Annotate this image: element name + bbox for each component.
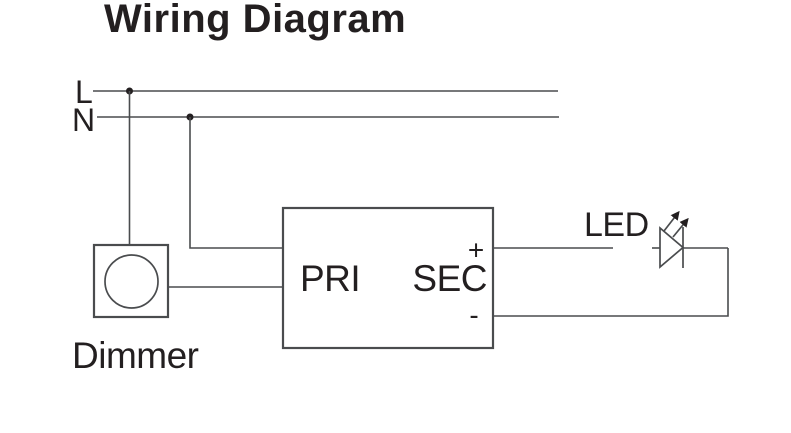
negative-terminal-label: - [469,300,478,331]
dimmer-knob [104,254,159,309]
led-diode-triangle-icon [659,226,685,269]
dimmer-box [92,243,170,319]
dimmer-label: Dimmer [72,335,199,376]
page-title: Wiring Diagram [104,0,406,41]
primary-label: PRI [300,258,360,299]
led-emission-arrow-icon [663,210,680,232]
line-conductor-label: L [75,74,93,110]
neutral-to-driver-wire [189,117,283,249]
negative-return-wire [493,248,729,317]
positive-terminal-label: + [468,235,484,266]
led-emission-arrow-icon [672,217,689,238]
neutral-conductor-label: N [72,102,95,138]
led-label: LED [584,206,649,244]
led-symbol [659,210,689,269]
driver-box [281,206,495,350]
secondary-label: SEC [412,258,487,299]
